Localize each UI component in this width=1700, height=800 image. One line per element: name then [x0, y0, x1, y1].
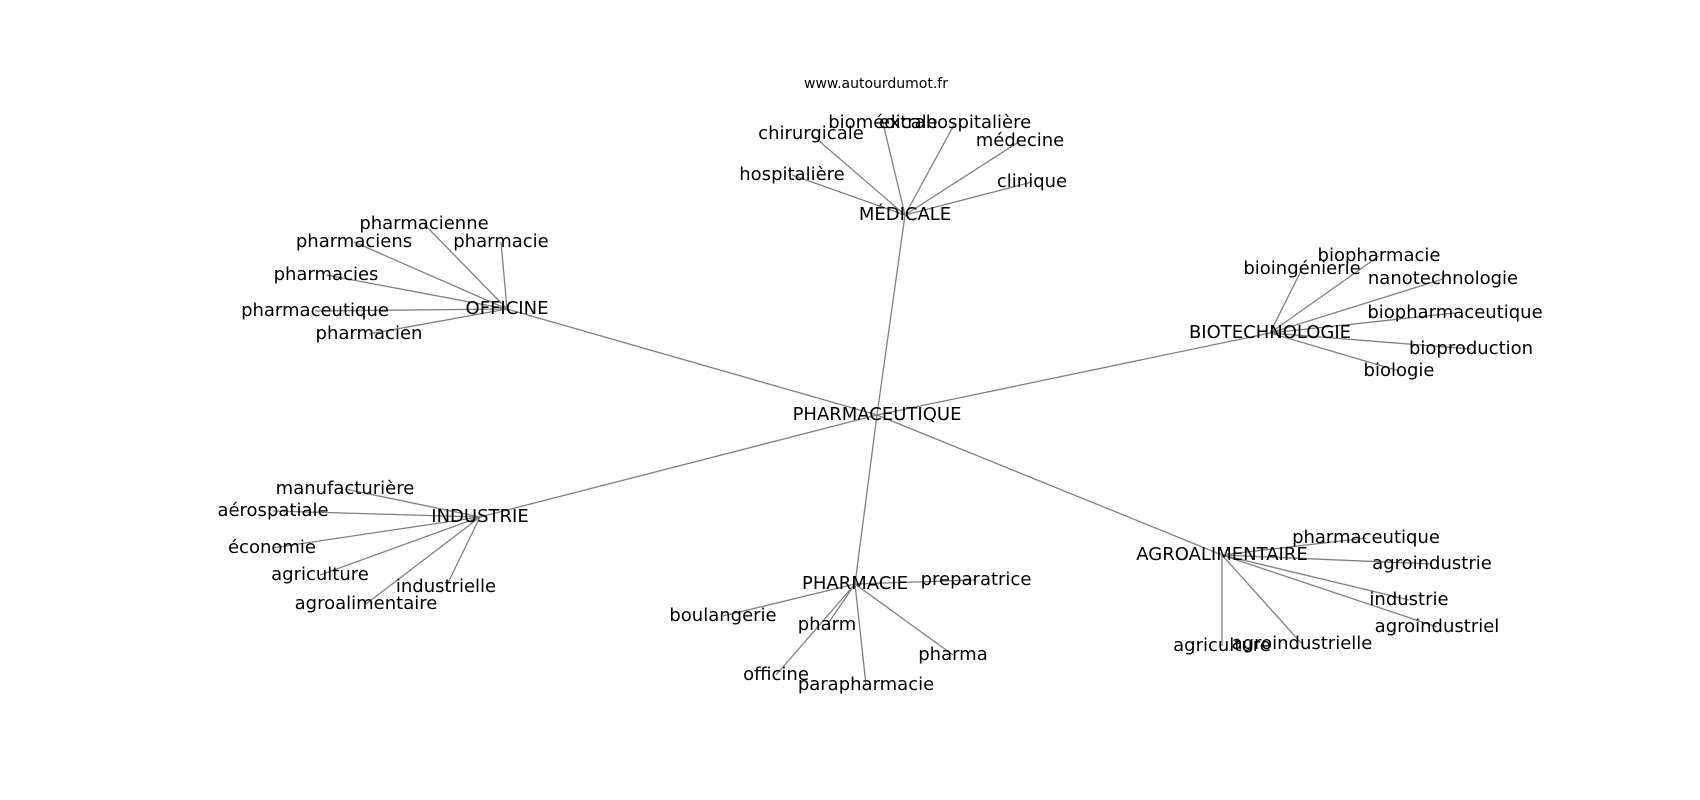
leaf-node-label: preparatrice [921, 569, 1032, 590]
leaf-node-label: économie [228, 537, 316, 558]
edge-hub-leaf [1269, 332, 1400, 372]
edge-hub-leaf [1269, 332, 1472, 350]
leaf-node-label: manufacturière [276, 478, 415, 499]
edge-hub-leaf [722, 583, 856, 617]
edge-hub-leaf [353, 241, 508, 310]
leaf-node-label: biopharmacie [1318, 245, 1441, 266]
leaf-node-label: médecine [976, 130, 1065, 151]
edge-hub-leaf [271, 516, 481, 549]
edge-hub-leaf [1221, 554, 1438, 628]
edge-hub-leaf [904, 140, 1021, 216]
hub-node-label: INDUSTRIE [431, 506, 528, 527]
edge-hub-leaf [904, 181, 1033, 216]
leaf-node-label: agroalimentaire [295, 593, 438, 614]
leaf-node-label: pharmaceutique [241, 300, 389, 321]
edge-root-hub [854, 414, 878, 585]
leaf-node-label: pharmaciens [296, 231, 412, 252]
hub-node-label: MÉDICALE [859, 203, 951, 225]
leaf-node-label: parapharmacie [798, 674, 934, 695]
leaf-node-label: pharm [798, 614, 856, 635]
leaf-node-label: industrielle [396, 576, 496, 597]
leaf-node-label: hospitalière [739, 164, 844, 185]
leaf-node-label: bioingénierie [1243, 258, 1360, 279]
leaf-node-label: aérospatiale [217, 500, 328, 521]
edge-hub-leaf [314, 308, 508, 312]
leaf-node-label: pharmacie [453, 231, 548, 252]
edge-hub-leaf [904, 122, 956, 216]
edge-hub-leaf [882, 122, 906, 216]
edge-hub-leaf [791, 174, 906, 216]
source-watermark: www.autourdumot.fr [804, 76, 948, 92]
edge-hub-leaf [775, 583, 856, 676]
leaf-node-label: chirurgicale [758, 123, 864, 144]
edge-hub-leaf [854, 583, 954, 656]
edge-root-hub [506, 308, 878, 416]
edge-hub-leaf [368, 308, 508, 335]
root-node-label: PHARMACEUTIQUE [793, 404, 962, 425]
hub-node-label: BIOTECHNOLOGIE [1189, 322, 1351, 343]
leaf-node-label: pharmaceutique [1292, 527, 1440, 548]
edge-root-hub [876, 332, 1271, 416]
edge-hub-leaf [1269, 268, 1303, 334]
leaf-node-label: agriculture [1173, 635, 1271, 656]
edge-hub-leaf [1269, 255, 1380, 334]
edge-hub-leaf [500, 241, 508, 310]
edge-hub-leaf [1221, 554, 1433, 565]
edge-hub-leaf [854, 579, 977, 585]
edge-hub-leaf [344, 488, 481, 518]
edge-hub-leaf [319, 516, 481, 576]
edge-hub-leaf [423, 223, 508, 310]
edge-hub-leaf [325, 274, 508, 310]
hub-node-label: OFFICINE [466, 298, 549, 319]
leaf-node-label: boulangerie [669, 605, 776, 626]
leaf-node-label: officine [743, 664, 809, 685]
leaf-node-label: clinique [997, 171, 1067, 192]
edge-root-hub [876, 414, 1223, 556]
edge-hub-leaf [826, 583, 856, 626]
edge-hub-leaf [445, 516, 481, 588]
leaf-node-label: bioproduction [1409, 338, 1533, 359]
leaf-node-label: biopharmaceutique [1367, 302, 1542, 323]
edge-hub-leaf [1269, 278, 1444, 334]
leaf-node-label: pharma [918, 644, 988, 665]
edge-hub-leaf [1221, 554, 1303, 645]
leaf-node-label: agroindustrielle [1232, 633, 1373, 654]
edge-hub-leaf [854, 583, 867, 686]
hub-node-label: PHARMACIE [802, 573, 908, 594]
graph-edges [271, 122, 1472, 686]
leaf-node-label: pharmacien [316, 323, 423, 344]
leaf-node-label: biomédicale [828, 112, 937, 133]
edge-hub-leaf [365, 516, 481, 605]
leaf-node-label: agroindustrie [1372, 553, 1492, 574]
graph-labels: PHARMACEUTIQUE MÉDICALE chirurgicalebioméd… [217, 112, 1542, 695]
leaf-node-label: nanotechnologie [1368, 268, 1518, 289]
leaf-node-label: pharmacienne [359, 213, 488, 234]
leaf-node-label: pharmacies [274, 264, 379, 285]
leaf-node-label: industrie [1369, 589, 1448, 610]
edge-root-hub [876, 214, 906, 416]
edge-root-hub [479, 414, 878, 518]
edge-hub-leaf [1221, 537, 1367, 556]
leaf-node-label: biologie [1364, 360, 1435, 381]
hub-node-label: AGROALIMENTAIRE [1136, 544, 1307, 565]
leaf-node-label: extrahospitalière [879, 112, 1031, 133]
edge-hub-leaf [1221, 554, 1410, 601]
edge-hub-leaf [272, 510, 481, 518]
edge-hub-leaf [1269, 312, 1456, 334]
leaf-node-label: agroindustriel [1375, 616, 1500, 637]
leaf-node-label: agriculture [271, 564, 369, 585]
edge-hub-leaf [810, 133, 906, 216]
